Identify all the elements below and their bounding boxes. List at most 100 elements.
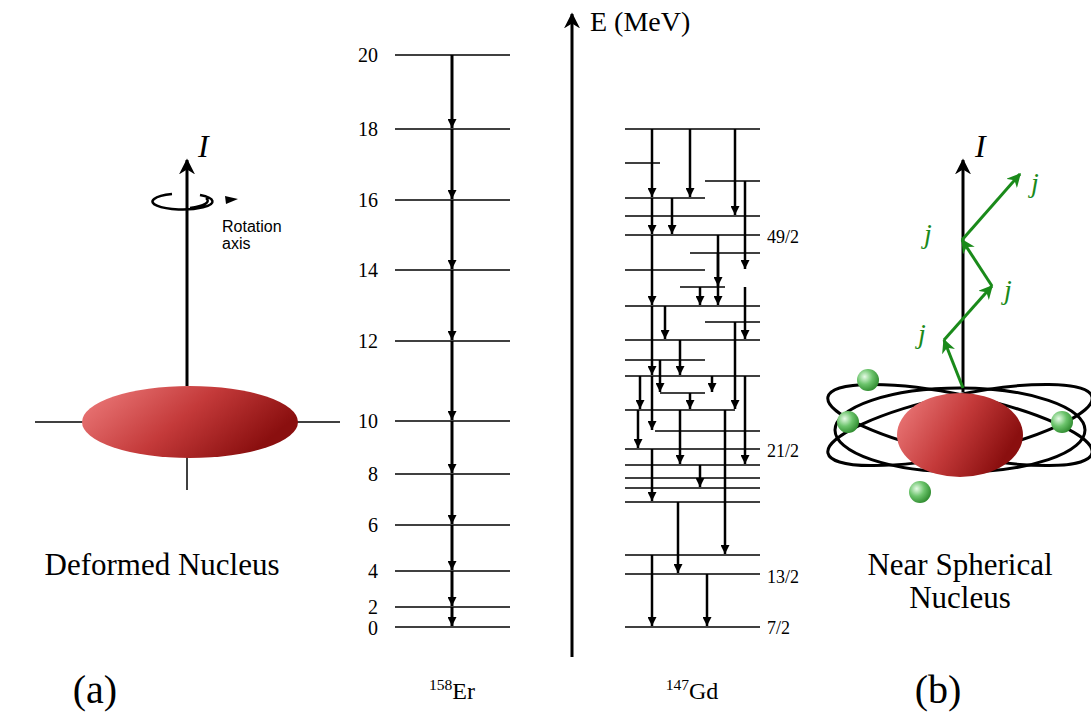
j-symbol: j <box>1031 168 1039 197</box>
gamma-transition <box>451 571 454 606</box>
energy-level <box>395 626 510 628</box>
gamma-transition <box>451 421 454 473</box>
j-vector <box>962 174 1020 240</box>
tick-label: 0 <box>368 618 378 639</box>
gamma-transition <box>689 129 692 197</box>
orbit <box>822 368 1091 483</box>
gamma-transition <box>651 198 654 234</box>
nucleon <box>1051 411 1073 433</box>
nucleus-core <box>897 393 1023 477</box>
gamma-transition <box>671 198 674 234</box>
j-vector <box>944 286 992 340</box>
rotation-arrowhead <box>225 196 238 204</box>
energy-level <box>660 392 705 394</box>
nucleus-label: 158Er <box>429 677 475 704</box>
rotation-circle <box>152 194 212 209</box>
energy-level <box>625 162 660 164</box>
gamma-transition <box>677 502 680 573</box>
gd-level-scheme <box>625 129 760 627</box>
energy-level <box>625 234 760 236</box>
gamma-transition <box>699 465 702 487</box>
gamma-transition <box>699 287 702 305</box>
spin-symbol: I <box>198 130 209 164</box>
energy-level <box>625 128 760 130</box>
nucleon <box>837 411 859 433</box>
energy-level <box>625 197 705 199</box>
energy-level <box>625 375 760 377</box>
gamma-transition <box>639 376 642 409</box>
j-symbol: j <box>1004 275 1012 304</box>
tick-label: 20 <box>358 45 378 66</box>
energy-level <box>705 180 760 182</box>
energy-level <box>625 339 760 341</box>
energy-level <box>625 269 705 271</box>
axis-title: E (MeV) <box>590 7 690 36</box>
gamma-transition <box>451 341 454 420</box>
tick-label: 18 <box>358 119 378 140</box>
spin-label: 7/2 <box>767 619 790 638</box>
gamma-transition <box>734 129 737 215</box>
energy-level <box>625 215 760 217</box>
spherical-nucleus <box>822 160 1091 503</box>
panel-label: (b) <box>915 669 962 711</box>
er-level-scheme <box>395 55 510 627</box>
nucleon <box>857 369 879 391</box>
gamma-transition <box>706 574 709 626</box>
tick-label: 4 <box>368 561 378 582</box>
tick-label: 16 <box>358 190 378 211</box>
gamma-transition <box>651 129 654 197</box>
j-vector <box>944 340 963 388</box>
gamma-transition <box>651 306 654 375</box>
spin-vector <box>962 160 965 392</box>
tick-label: 14 <box>358 260 378 281</box>
gamma-transition <box>651 376 654 430</box>
gamma-transition <box>711 376 714 392</box>
energy-level <box>705 321 760 323</box>
gamma-transition <box>451 474 454 524</box>
gamma-transition <box>664 306 667 339</box>
energy-level <box>690 252 760 254</box>
j-symbol: j <box>924 219 932 248</box>
energy-level <box>625 626 760 628</box>
energy-axis <box>571 14 574 657</box>
figure-label: Deformed Nucleus <box>45 549 280 582</box>
nucleus-ellipsoid <box>82 386 298 458</box>
gamma-transition <box>744 181 747 269</box>
energy-level <box>625 487 760 489</box>
energy-level <box>625 477 760 479</box>
tick-label: 12 <box>358 331 378 352</box>
spin-vector <box>186 160 189 386</box>
energy-level <box>625 501 760 503</box>
j-symbol: j <box>918 319 926 348</box>
figure-label: Near Spherical Nucleus <box>835 549 1085 614</box>
spin-label: 21/2 <box>767 442 799 461</box>
gamma-transition <box>679 340 682 375</box>
energy-level <box>625 359 705 361</box>
tick-label: 10 <box>358 411 378 432</box>
spin-label: 13/2 <box>767 568 799 587</box>
gamma-transition <box>689 393 692 409</box>
gamma-transition <box>451 270 454 340</box>
gamma-transition <box>744 287 747 339</box>
gamma-transition <box>651 449 654 501</box>
gamma-transition <box>717 253 720 305</box>
tick-label: 6 <box>368 515 378 536</box>
deformed-nucleus <box>35 160 340 490</box>
gamma-transition <box>651 235 654 305</box>
nucleon <box>909 481 931 503</box>
axis-line <box>186 455 188 490</box>
energy-level <box>625 448 760 450</box>
panel-label: (a) <box>73 669 117 711</box>
gamma-transition <box>734 322 737 409</box>
gamma-transition <box>744 376 747 464</box>
tick-label: 8 <box>368 464 378 485</box>
energy-level <box>625 573 760 575</box>
annotation: Rotation axis <box>222 219 292 253</box>
gamma-transition <box>451 525 454 570</box>
gamma-transition <box>451 129 454 199</box>
nucleus-label: 147Gd <box>666 677 719 704</box>
j-coupling <box>944 174 1020 388</box>
tick-label: 2 <box>368 597 378 618</box>
gamma-transition <box>451 607 454 626</box>
